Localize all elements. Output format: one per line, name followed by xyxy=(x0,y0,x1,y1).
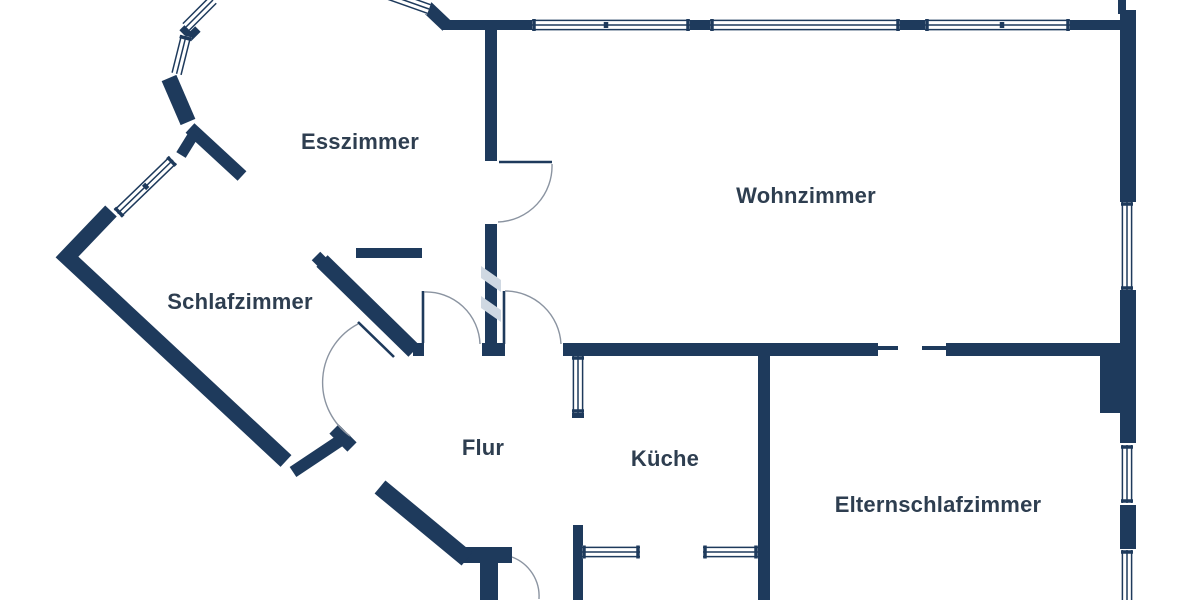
watermark-stripe-1 xyxy=(481,266,501,292)
wall-divider-lower xyxy=(485,224,497,353)
window-kitchen-south-1 xyxy=(582,545,640,559)
window-bay-2 xyxy=(170,34,192,76)
wall-turn-cap xyxy=(329,424,357,452)
bay-wall-1 xyxy=(161,74,196,126)
watermark xyxy=(481,266,501,322)
window-top-2 xyxy=(710,19,900,31)
wall-diag-stub xyxy=(311,251,336,276)
wall-right-1 xyxy=(1120,10,1136,202)
panel-cap-top xyxy=(572,351,584,357)
door-arc-esszimmer-wohnzimmer xyxy=(497,163,553,223)
room-label-schlafzimmer: Schlafzimmer xyxy=(167,289,313,314)
opening-stub-left xyxy=(878,346,898,350)
room-label-flur: Flur xyxy=(462,435,505,460)
wall-top-pier-1 xyxy=(690,20,710,30)
wall-kitchen-west xyxy=(573,525,583,600)
panel-cap-bottom xyxy=(572,411,584,418)
wall-bar-esszimmer xyxy=(356,248,422,258)
room-labels: Esszimmer Wohnzimmer Schlafzimmer Flur K… xyxy=(167,129,1041,517)
wall-right-pier xyxy=(1100,356,1120,413)
door-arc-hall-south xyxy=(511,556,540,600)
wall-diag-schlafzimmer xyxy=(316,255,420,357)
window-top-3 xyxy=(925,19,1070,31)
room-label-elternschlafzimmer: Elternschlafzimmer xyxy=(835,492,1042,517)
interior-stub xyxy=(185,123,247,181)
room-label-esszimmer: Esszimmer xyxy=(301,129,419,154)
wall-top-1 xyxy=(443,20,532,30)
wall-mid-long xyxy=(563,343,878,356)
wall-kitchen-divider xyxy=(758,353,770,600)
door-leaf-schlafzimmer xyxy=(357,321,395,358)
interior-stub-cap xyxy=(176,131,199,158)
door-arcs xyxy=(321,163,562,600)
walls-stroke xyxy=(55,0,1133,600)
window-right-2 xyxy=(1121,445,1133,503)
wall-right-2 xyxy=(1120,290,1136,443)
room-label-wohnzimmer: Wohnzimmer xyxy=(736,183,876,208)
window-right-1 xyxy=(1121,202,1133,290)
wall-divider-upper xyxy=(485,30,497,161)
bay-mullion-block xyxy=(179,20,201,42)
door-arc-flur-wohnzimmer xyxy=(504,290,562,345)
window-right-3 xyxy=(1121,550,1133,600)
door-arc-schlafzimmer xyxy=(321,323,359,437)
wall-hall-vert xyxy=(480,563,498,600)
bay-corner-top xyxy=(422,2,452,31)
wall-right-3 xyxy=(1120,505,1136,549)
window-bay-1 xyxy=(181,0,218,32)
wall-southwest xyxy=(55,205,292,467)
watermark-stripe-2 xyxy=(481,296,501,322)
room-label-kueche: Küche xyxy=(631,446,699,471)
door-arc-flur-esszimmer xyxy=(423,291,481,345)
walls-fill xyxy=(179,0,1136,600)
wall-mid-junction xyxy=(413,343,424,356)
window-bay-top-stub xyxy=(387,0,432,15)
window-kitchen-south-2 xyxy=(703,545,758,559)
window-hall-panel xyxy=(572,356,584,413)
wall-top-2 xyxy=(1070,20,1122,30)
wall-right-stub xyxy=(1118,0,1126,14)
wall-diag-hall-south xyxy=(374,480,473,566)
wall-hall-horiz xyxy=(462,547,512,563)
wall-turn-ne xyxy=(289,435,345,477)
opening-stub-right xyxy=(922,346,946,350)
window-bay-3 xyxy=(113,155,178,218)
wall-mid-right xyxy=(946,343,1122,356)
window-top-1 xyxy=(532,19,690,31)
wall-top-pier-2 xyxy=(900,20,925,30)
